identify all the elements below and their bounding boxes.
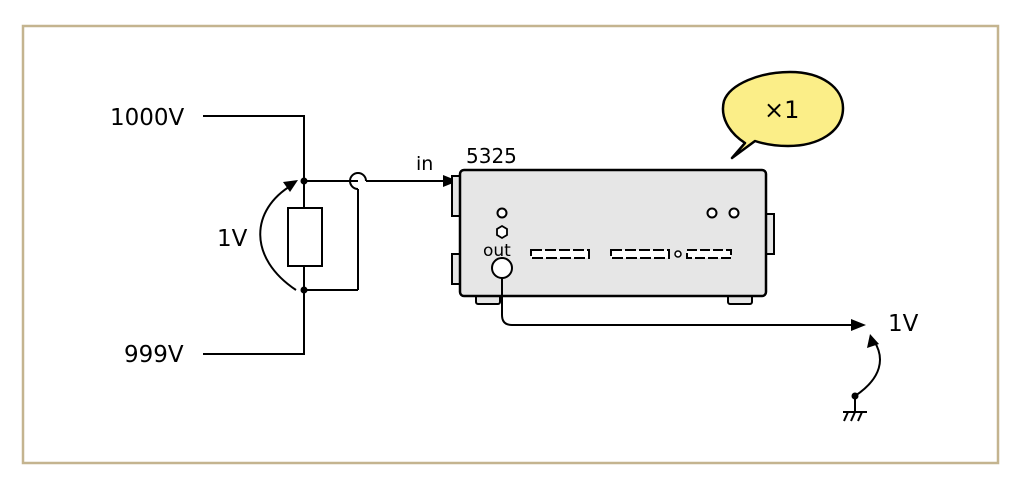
output-arrowhead (851, 319, 866, 331)
top-node-dot (300, 177, 308, 185)
instrument-model-label: 5325 (466, 144, 517, 168)
gain-callout-label: ×1 (764, 96, 799, 124)
knob-left (706, 207, 718, 219)
instrument-body (458, 168, 768, 298)
low-voltage-wire (203, 266, 305, 355)
input-label: in (416, 153, 433, 175)
output-connector (491, 257, 513, 279)
display-segment-2 (610, 249, 670, 259)
front-led (496, 207, 508, 219)
output-wire (501, 278, 851, 326)
resistor-voltage-arc (259, 184, 297, 291)
display-segment-1 (530, 249, 590, 259)
gain-callout-bubble (721, 70, 845, 160)
resistor (287, 207, 323, 267)
output-voltage-label: 1V (888, 311, 919, 337)
instrument-5325 (451, 168, 775, 305)
bottom-node-dot (300, 286, 308, 294)
ground-symbol-icon (843, 396, 867, 422)
display-segment-3 (686, 249, 732, 259)
resistor-voltage-label: 1V (217, 226, 248, 252)
input-wiring (203, 115, 445, 355)
output-port-label: out (483, 241, 511, 261)
input-arrowhead (443, 175, 458, 187)
shield-loop (349, 172, 367, 190)
output-voltage-arrowhead (867, 334, 879, 348)
high-voltage-label: 1000V (110, 105, 185, 131)
high-voltage-wire (203, 115, 305, 208)
low-voltage-label: 999V (124, 342, 184, 368)
resistor-voltage-arrowhead (283, 180, 298, 192)
hex-screw-icon (496, 224, 508, 240)
output-voltage-arc (854, 340, 881, 397)
knob-right (728, 207, 740, 219)
display-decimal-dot (674, 250, 682, 258)
